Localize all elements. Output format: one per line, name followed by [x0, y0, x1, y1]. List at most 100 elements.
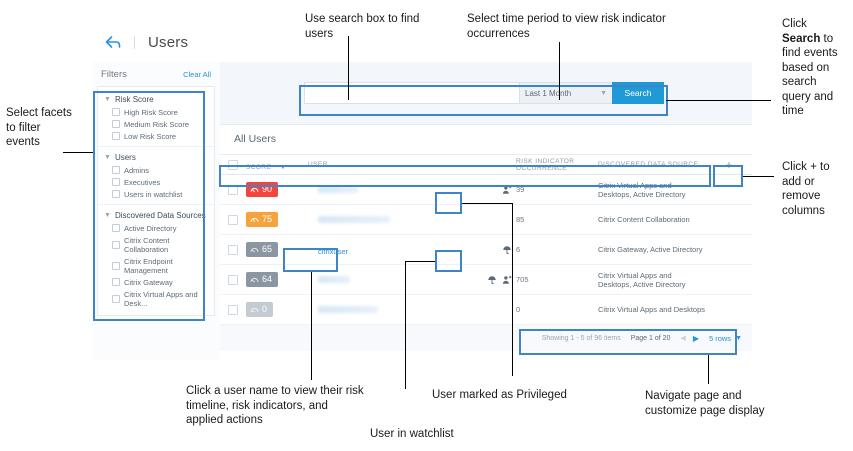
- facet-item-citrix-endpoint-management[interactable]: Citrix Endpoint Management: [98, 255, 214, 276]
- annotation-text-pre: Click: [782, 18, 807, 30]
- checkbox-icon[interactable]: [112, 224, 120, 232]
- checkbox-icon[interactable]: [228, 184, 238, 195]
- leader-line: [708, 355, 709, 384]
- facet-item-low-risk-score[interactable]: Low Risk Score: [98, 130, 214, 142]
- user-cell[interactable]: [308, 276, 480, 283]
- annotation-watchlist: User in watchlist: [370, 428, 454, 440]
- gauge-icon: [250, 187, 259, 192]
- facet-item-label: Executives: [124, 177, 161, 187]
- facet-group-header[interactable]: ▼ Users: [98, 150, 214, 164]
- checkbox-icon[interactable]: [112, 108, 120, 116]
- checkbox-icon[interactable]: [112, 120, 120, 128]
- prev-page-icon[interactable]: ◀: [680, 335, 686, 342]
- checkbox-icon[interactable]: [228, 304, 238, 315]
- column-header-discovered-data-source[interactable]: DISCOVERED DATA SOURCE: [598, 161, 699, 168]
- checkbox-icon[interactable]: [112, 240, 120, 249]
- checkbox-icon[interactable]: [228, 159, 238, 170]
- add-column-button[interactable]: +: [706, 159, 752, 171]
- row-checkbox[interactable]: [220, 274, 246, 285]
- checkbox-icon[interactable]: [228, 244, 238, 255]
- plus-icon: +: [725, 157, 733, 172]
- checkbox-icon[interactable]: [112, 278, 120, 286]
- table-row[interactable]: 90 39 Citrix Virtual Apps and Desktops, …: [220, 175, 752, 205]
- facet-item-admins[interactable]: Admins: [98, 164, 214, 176]
- score-value: 64: [262, 274, 273, 284]
- facet-group-header[interactable]: ▼ Risk Score: [98, 92, 214, 106]
- table-row[interactable]: 65 citrixuser 6 Citrix Gateway, Active D…: [220, 235, 752, 265]
- facet-group-title: Users: [114, 153, 136, 162]
- select-all-checkbox[interactable]: [220, 159, 246, 170]
- time-period-value: Last 1 Month: [525, 88, 572, 98]
- checkbox-icon[interactable]: [112, 178, 120, 186]
- column-header-risk-indicator-occurrence[interactable]: RISK INDICATOR OCCURRENCE: [516, 157, 575, 172]
- user-name-link[interactable]: citrixuser: [318, 246, 349, 256]
- rows-per-page-select[interactable]: 5 rows ▼: [709, 334, 742, 343]
- gauge-icon: [250, 277, 259, 282]
- facet-item-executives[interactable]: Executives: [98, 176, 214, 188]
- data-source-cell: Citrix Content Collaboration: [598, 215, 690, 224]
- column-header-user[interactable]: USER: [308, 161, 328, 168]
- row-checkbox[interactable]: [220, 244, 246, 255]
- checkbox-icon[interactable]: [228, 214, 238, 225]
- score-value: 65: [262, 244, 273, 254]
- occurrence-cell: 705: [516, 275, 529, 284]
- data-source-cell: Citrix Gateway, Active Directory: [598, 245, 703, 254]
- table-header-row: SCORE ▼ USER RISK INDICATOR OCCURRENCE D…: [220, 154, 752, 175]
- checkbox-icon[interactable]: [228, 274, 238, 285]
- checkbox-icon[interactable]: [112, 166, 120, 174]
- checkbox-icon[interactable]: [112, 294, 120, 303]
- row-checkbox[interactable]: [220, 214, 246, 225]
- privileged-user-icon: [502, 275, 512, 285]
- sort-desc-icon[interactable]: ▼: [279, 164, 286, 171]
- time-period-select[interactable]: Last 1 Month ▼: [519, 82, 612, 104]
- row-checkbox[interactable]: [220, 304, 246, 315]
- facet-item-citrix-content-collaboration[interactable]: Citrix Content Collaboration: [98, 234, 214, 255]
- user-cell[interactable]: [308, 186, 480, 193]
- table-row[interactable]: 0 0 Citrix Virtual Apps and Desktops: [220, 295, 752, 325]
- occurrence-cell: 39: [516, 185, 525, 194]
- row-checkbox[interactable]: [220, 184, 246, 195]
- facet-item-citrix-virtual-apps-and-desktops[interactable]: Citrix Virtual Apps and Desk...: [98, 288, 214, 309]
- leader-line: [559, 42, 560, 100]
- application-window: Users Filters Clear All ▼ Risk Score Hig…: [92, 22, 752, 360]
- search-button[interactable]: Search: [612, 82, 664, 104]
- annotation-text-post: to find events based on search query and…: [782, 32, 838, 118]
- page-indicator: Page 1 of 20: [630, 334, 671, 342]
- clear-all-button[interactable]: Clear All: [183, 70, 211, 79]
- facet-group-header[interactable]: ▼ Discovered Data Sources: [98, 208, 214, 222]
- flags-cell: [480, 275, 516, 285]
- facet-item-label: Citrix Virtual Apps and Desk...: [124, 289, 198, 308]
- annotation-pagination: Navigate page and customize page display: [645, 390, 765, 417]
- flags-cell: [480, 185, 516, 195]
- data-source-cell: Citrix Virtual Apps and Desktops, Active…: [598, 180, 686, 199]
- user-cell[interactable]: citrixuser: [308, 241, 480, 259]
- checkbox-icon[interactable]: [112, 261, 120, 270]
- table-row[interactable]: 64 705 Citrix Virtual Apps and Desktops,…: [220, 265, 752, 295]
- facet-item-medium-risk-score[interactable]: Medium Risk Score: [98, 118, 214, 130]
- annotation-user-name: Click a user name to view their risk tim…: [186, 385, 364, 426]
- occurrence-cell: 0: [516, 305, 521, 314]
- gauge-icon: [250, 247, 259, 252]
- checkbox-icon[interactable]: [112, 190, 120, 198]
- app-header: Users: [92, 22, 752, 62]
- leader-line: [311, 272, 312, 380]
- next-page-icon[interactable]: ▶: [692, 333, 699, 343]
- user-cell[interactable]: [308, 216, 480, 223]
- leader-line: [405, 261, 406, 389]
- score-cell: 90: [246, 181, 308, 199]
- table-row[interactable]: 75 85 Citrix Content Collaboration: [220, 205, 752, 235]
- annotation-search-button: Click Search to find events based on sea…: [782, 17, 848, 119]
- checkbox-icon[interactable]: [112, 132, 120, 140]
- page-title: Users: [148, 33, 189, 51]
- back-arrow-icon[interactable]: [104, 33, 122, 51]
- facet-item-users-in-watchlist[interactable]: Users in watchlist: [98, 188, 214, 200]
- leader-line: [743, 176, 774, 177]
- column-header-score[interactable]: SCORE ▼: [246, 156, 308, 174]
- facet-item-high-risk-score[interactable]: High Risk Score: [98, 106, 214, 118]
- score-cell: 65: [246, 241, 308, 259]
- user-cell[interactable]: [308, 306, 480, 313]
- column-label: SCORE: [246, 163, 272, 171]
- facet-item-citrix-gateway[interactable]: Citrix Gateway: [98, 276, 214, 288]
- facet-item-active-directory[interactable]: Active Directory: [98, 222, 214, 234]
- search-input[interactable]: [304, 82, 519, 104]
